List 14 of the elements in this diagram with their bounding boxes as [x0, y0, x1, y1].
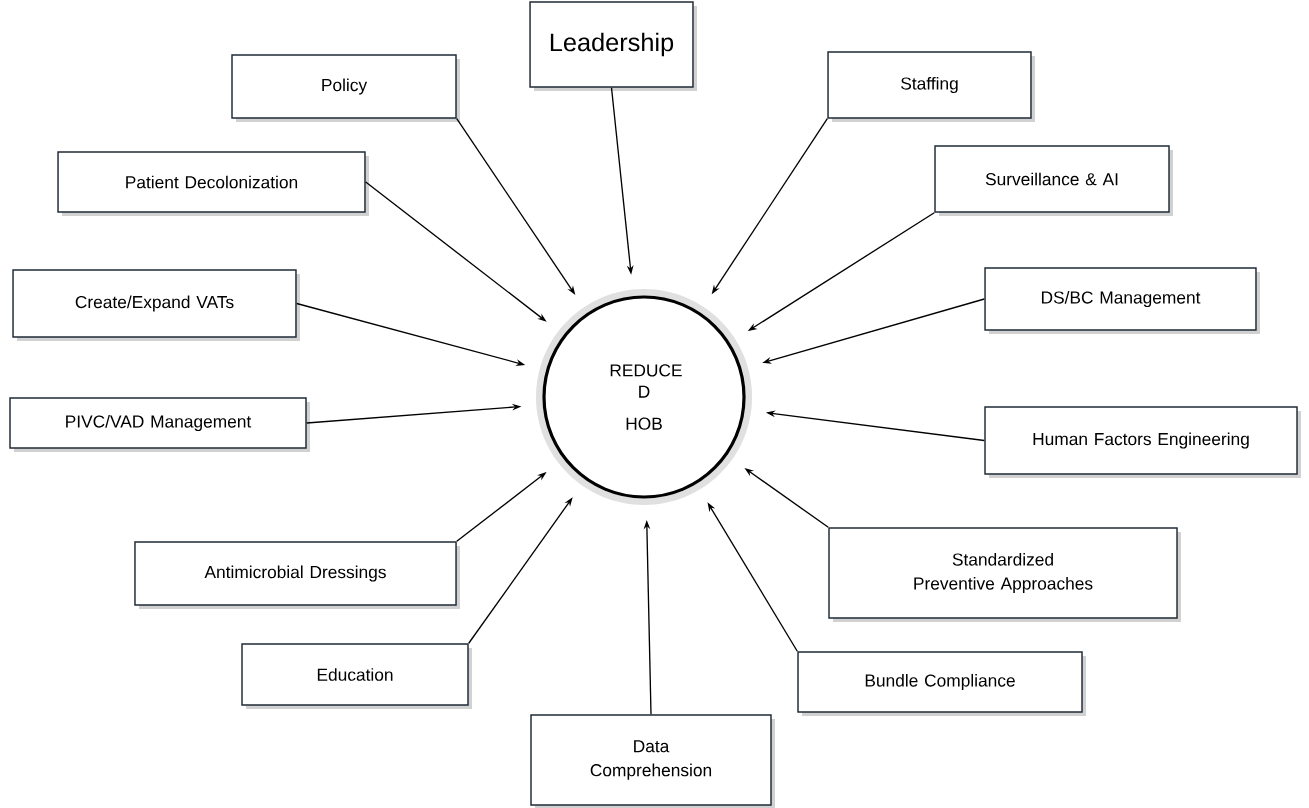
factor-box: DS/BC Management [984, 267, 1257, 331]
title-box: Leadership [529, 1, 694, 88]
factor-box: Data Comprehension [530, 714, 772, 806]
factor-box: Human Factors Engineering [984, 406, 1298, 475]
factor-box: Antimicrobial Dressings [134, 541, 457, 606]
factor-box: Policy [231, 54, 457, 119]
factor-box: Education [241, 643, 469, 706]
factor-box: Staffing [827, 51, 1032, 119]
factor-box: Surveillance & AI [934, 145, 1170, 213]
factor-box: Patient Decolonization [57, 151, 366, 213]
factor-box: Create/Expand VATs [12, 269, 297, 338]
factor-box: PIVC/VAD Management [9, 397, 307, 449]
factor-box: Standardized Preventive Approaches [828, 527, 1178, 619]
factor-box: Bundle Compliance [797, 651, 1083, 713]
